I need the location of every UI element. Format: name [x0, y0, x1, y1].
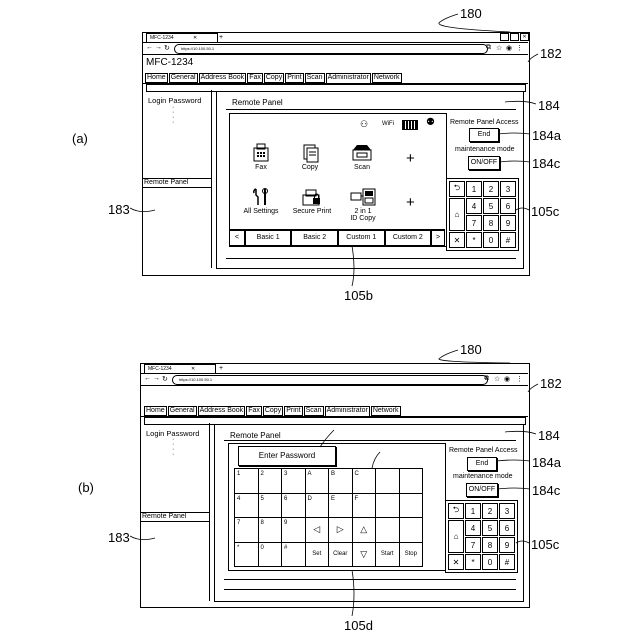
leader-105d1-b — [320, 430, 334, 447]
leader-182-b — [528, 384, 538, 392]
leader-105c-b — [516, 541, 529, 543]
leader-184c-a — [499, 161, 530, 162]
leader-182-a — [528, 54, 538, 62]
leader-180-a — [439, 14, 510, 32]
leader-184-b — [505, 431, 536, 434]
leader-105d2-b — [372, 452, 380, 468]
leader-184c-b — [497, 488, 530, 489]
leader-183-b — [130, 536, 155, 540]
leader-180-b — [439, 350, 510, 363]
leader-105d-b — [352, 570, 354, 616]
leader-184a-b — [496, 460, 530, 461]
leader-105b-a — [352, 246, 354, 286]
leader-184a-a — [498, 133, 530, 134]
leader-183-a — [130, 208, 155, 212]
leader-105c-a — [516, 208, 529, 210]
leader-184-a — [505, 101, 536, 104]
